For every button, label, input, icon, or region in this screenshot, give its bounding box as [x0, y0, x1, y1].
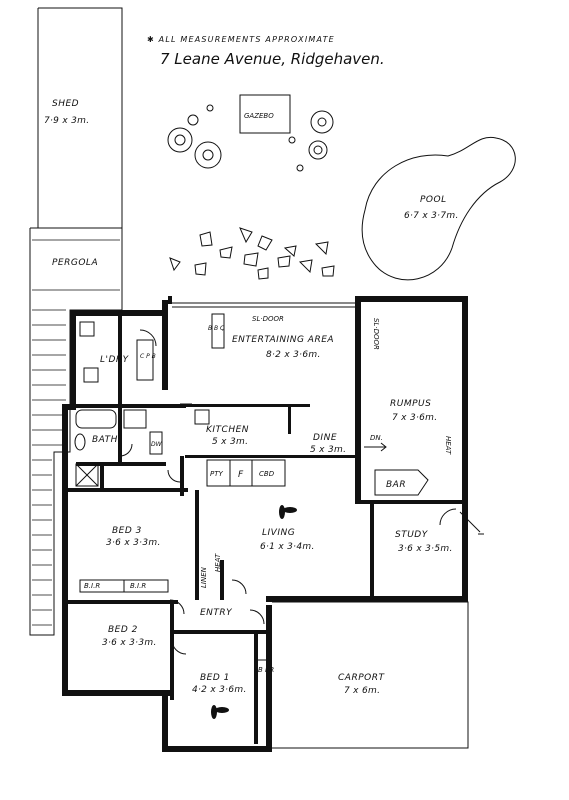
bed2-dimensions: 3·6 x 3·3m. — [102, 638, 157, 648]
study-label: STUDY — [395, 530, 429, 540]
measurement-note: ✱ ALL MEASUREMENTS APPROXIMATE — [147, 35, 335, 44]
bath-label: BATH — [92, 435, 118, 445]
kitchen-fixtures — [194, 313, 429, 496]
bbq-label: B B Q — [208, 325, 225, 332]
garden-shrubs — [167, 104, 334, 172]
dine-dimensions: 5 x 3m. — [310, 445, 346, 455]
entry-label: ENTRY — [200, 608, 233, 618]
bed3-dimensions: 3·6 x 3·3m. — [106, 538, 161, 548]
study-dimensions: 3·6 x 3·5m. — [398, 544, 453, 554]
room-labels: L'DRY C P B BATH DW ENTERTAINING AREA 8·… — [84, 315, 453, 695]
carport: CARPORT 7 x 6m. — [272, 601, 469, 749]
living-heat-label: HEAT — [214, 553, 222, 572]
kitchen-label: KITCHEN — [206, 425, 249, 435]
dine-label: DINE — [313, 433, 337, 443]
fridge-label: F — [238, 470, 244, 480]
rumpus-heat-label: HEAT — [444, 436, 452, 455]
cbd-label: CBD — [259, 470, 275, 478]
ceiling-fan-icon — [211, 505, 297, 719]
sl-door-top-label: SL·DOOR — [252, 315, 284, 323]
living-dimensions: 6·1 x 3·4m. — [260, 542, 315, 552]
shed-dimensions: 7·9 x 3m. — [44, 116, 89, 126]
rumpus-label: RUMPUS — [390, 399, 431, 409]
bar-label: BAR — [386, 480, 406, 490]
carport-dimensions: 7 x 6m. — [344, 686, 380, 696]
interior-walls — [68, 316, 467, 744]
bed1-bir-label: B I R — [258, 666, 274, 674]
dn-label: DN. — [370, 434, 383, 442]
bir-left-label: B.I.R — [84, 582, 100, 590]
bed1-label: BED 1 — [200, 673, 230, 683]
shed-label: SHED — [52, 99, 79, 109]
bed1-dimensions: 4·2 x 3·6m. — [192, 685, 247, 695]
bath-fixtures — [74, 321, 163, 487]
bed2-label: BED 2 — [108, 625, 138, 635]
entertaining-label: ENTERTAINING AREA — [232, 335, 334, 345]
pergola: PERGOLA — [29, 227, 123, 636]
pool-dimensions: 6·7 x 3·7m. — [404, 211, 459, 221]
dw-label: DW — [151, 441, 163, 448]
carport-label: CARPORT — [338, 673, 385, 683]
sl-door-side-label: SL·DOOR — [372, 318, 380, 350]
bir-outlines — [79, 579, 268, 661]
shed: SHED 7·9 x 3m. — [37, 7, 123, 229]
windows — [63, 302, 466, 749]
address-title: 7 Leane Avenue, Ridgehaven. — [160, 50, 385, 68]
kitchen-dimensions: 5 x 3m. — [212, 437, 248, 447]
pantry-label: PTY — [210, 470, 223, 478]
laundry-label: L'DRY — [100, 355, 130, 365]
rumpus-dimensions: 7 x 3·6m. — [392, 413, 437, 423]
step-arrow-icon — [180, 403, 387, 452]
stepping-stones — [169, 227, 335, 280]
linen-label: LINEN — [200, 566, 208, 588]
living-label: LIVING — [262, 528, 295, 538]
pool: POOL 6·7 x 3·7m. — [361, 136, 516, 281]
pergola-label: PERGOLA — [52, 258, 98, 268]
door-swings — [119, 329, 484, 655]
gazebo: GAZEBO — [239, 94, 291, 134]
cpb-label: C P B — [140, 353, 156, 360]
bed3-label: BED 3 — [112, 526, 142, 536]
entertaining-dimensions: 8·2 x 3·6m. — [266, 350, 321, 360]
gazebo-label: GAZEBO — [244, 112, 274, 120]
bir-right-label: B.I.R — [130, 582, 146, 590]
pool-label: POOL — [420, 195, 447, 205]
